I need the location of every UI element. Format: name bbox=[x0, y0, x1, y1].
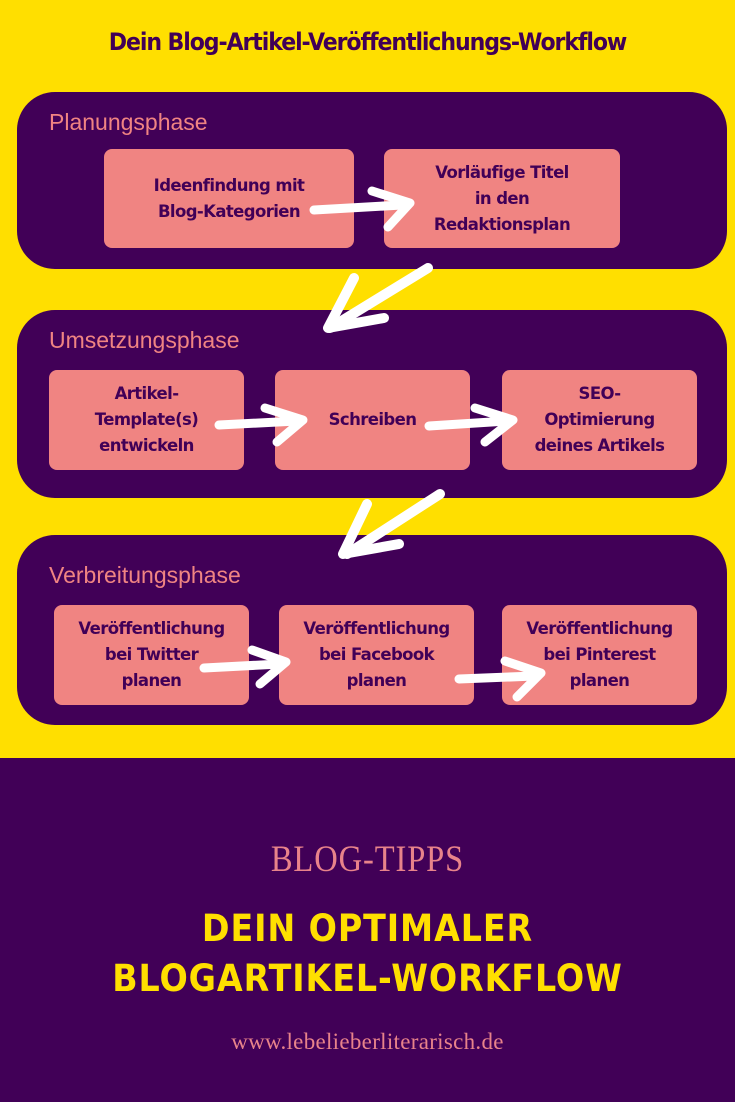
diagram-title: Dein Blog-Artikel-Veröffentlichungs-Work… bbox=[108, 28, 628, 56]
step-label: SEO- Optimierung deines Artikels bbox=[534, 384, 665, 455]
step-label: Vorläufige Titel in den Redaktionsplan bbox=[433, 162, 571, 234]
arrow-right-icon bbox=[424, 403, 518, 447]
arrow-down-left-icon bbox=[323, 263, 433, 333]
arrow-right-icon bbox=[309, 186, 415, 232]
arrow-right-icon bbox=[214, 403, 308, 447]
step-facebook: Veröffentlichung bei Facebook planen bbox=[279, 605, 474, 705]
footer-title-line1: DEIN OPTIMALER bbox=[201, 907, 534, 950]
phase-label-planning: Planungsphase bbox=[49, 109, 208, 135]
step-label: Veröffentlichung bei Pinterest planen bbox=[526, 619, 673, 690]
website-url[interactable]: www.lebelieberliterarisch.de bbox=[231, 1029, 504, 1054]
step-twitter: Veröffentlichung bei Twitter planen bbox=[54, 605, 249, 705]
step-seo-optimization: SEO- Optimierung deines Artikels bbox=[502, 370, 697, 470]
workflow-diagram-area: Dein Blog-Artikel-Veröffentlichungs-Work… bbox=[0, 0, 735, 758]
arrow-right-icon bbox=[454, 656, 546, 702]
step-label: Artikel- Template(s) entwickeln bbox=[94, 384, 199, 455]
step-label: Veröffentlichung bei Twitter planen bbox=[78, 619, 225, 690]
footer-kicker: BLOG-TIPPS bbox=[270, 839, 465, 880]
step-label: Ideenfindung mit Blog-Kategorien bbox=[153, 175, 305, 221]
step-pinterest: Veröffentlichung bei Pinterest planen bbox=[502, 605, 697, 705]
arrow-down-left-icon bbox=[338, 489, 445, 559]
step-tentative-titles: Vorläufige Titel in den Redaktionsplan bbox=[384, 149, 620, 248]
phase-label-distribution: Verbreitungsphase bbox=[49, 562, 241, 588]
arrow-right-icon bbox=[199, 645, 291, 689]
footer-title-line2: BLOGARTIKEL-WORKFLOW bbox=[112, 957, 623, 1000]
step-label: Veröffentlichung bei Facebook planen bbox=[303, 619, 450, 690]
step-label: Schreiben bbox=[328, 410, 417, 429]
step-article-templates: Artikel- Template(s) entwickeln bbox=[49, 370, 244, 470]
footer-title: DEIN OPTIMALER BLOGARTIKEL-WORKFLOW bbox=[37, 904, 699, 1004]
phase-label-implementation: Umsetzungsphase bbox=[49, 327, 240, 353]
step-idea-generation: Ideenfindung mit Blog-Kategorien bbox=[104, 149, 354, 248]
